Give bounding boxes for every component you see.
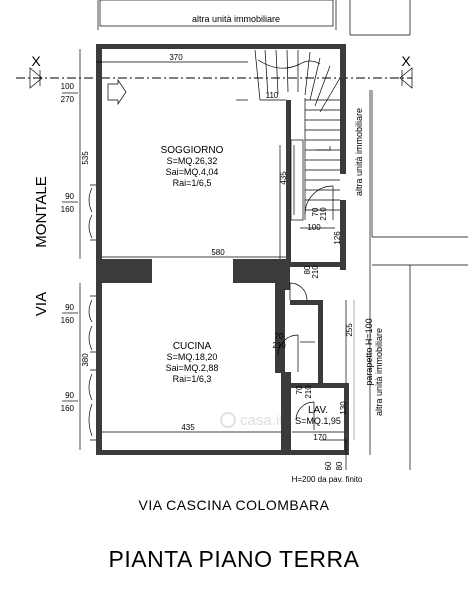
dim-mid-width: 580 — [211, 248, 225, 257]
section-mark-right: X — [401, 53, 411, 69]
neighbor-label-right-bottom: altra unità immobiliare — [374, 328, 384, 416]
dim-stair-width: 110 — [266, 91, 279, 100]
dim-door-70: 70 — [311, 207, 320, 216]
dim-door-cu-70: 70 — [275, 332, 284, 341]
dim-soggiorno-depth: 535 — [81, 151, 90, 165]
room-sai: Sai=MQ.4,04 — [166, 167, 219, 177]
dim-window-1-b: 160 — [61, 205, 75, 214]
dimension-labels: 370 100 270 110 535 90 160 435 70 210 10… — [61, 53, 354, 470]
dim-window-1-a: 90 — [65, 192, 74, 201]
door-swings — [277, 185, 334, 430]
dim-bottom-80: 80 — [335, 461, 344, 470]
dim-window-3-a: 90 — [65, 391, 74, 400]
dim-bottom-width: 435 — [181, 423, 195, 432]
plan-title: PIANTA PIANO TERRA — [108, 546, 360, 572]
dim-door-100: 100 — [307, 223, 321, 232]
dim-lav-width: 170 — [313, 433, 327, 442]
dim-bottom-60: 60 — [324, 461, 333, 470]
neighbor-label-right-top: altra unità immobiliare — [354, 108, 364, 196]
dim-window-3-b: 160 — [61, 404, 75, 413]
room-name: SOGGIORNO — [161, 145, 224, 156]
staircase — [254, 49, 341, 221]
street-west-prefix: VIA — [33, 292, 50, 316]
neighbor-outline-right — [349, 0, 468, 470]
windows-west — [88, 184, 96, 441]
room-rai: Rai=1/6,5 — [173, 178, 212, 188]
parapetto-label: parapetto H=100 — [364, 318, 374, 385]
room-rai: Rai=1/6,3 — [173, 374, 212, 384]
dim-door-210-b: 210 — [311, 265, 320, 279]
dim-window-2-b: 160 — [61, 316, 75, 325]
entrance-arrow-icon — [107, 78, 127, 106]
walls — [96, 44, 371, 455]
room-area: S=MQ.18,20 — [167, 352, 218, 362]
dim-window-2-a: 90 — [65, 303, 74, 312]
dim-lav-130: 130 — [339, 401, 348, 415]
watermark: casa.it — [220, 412, 284, 429]
height-note: H=200 da pav. finito — [292, 475, 363, 484]
room-area: S=MQ.1,95 — [295, 416, 341, 426]
room-name: CUCINA — [173, 341, 212, 352]
room-soggiorno: SOGGIORNO S=MQ.26,32 Sai=MQ.4,04 Rai=1/6… — [161, 145, 224, 188]
section-line — [16, 67, 413, 89]
section-mark-left: X — [31, 53, 41, 69]
dim-cucina-depth: 380 — [81, 353, 90, 367]
neighbor-outline-top — [97, 0, 337, 30]
dim-corridor-255: 255 — [345, 323, 354, 337]
dim-top-width: 370 — [169, 53, 183, 62]
room-name: LAV. — [308, 405, 328, 416]
watermark-text: casa.it — [240, 412, 284, 429]
room-cucina: CUCINA S=MQ.18,20 Sai=MQ.2,88 Rai=1/6,3 — [166, 341, 219, 384]
street-west-name: MONTALE — [33, 176, 50, 247]
dim-stair-depth: 435 — [279, 171, 288, 185]
room-lav: LAV. S=MQ.1,95 — [295, 405, 341, 426]
neighbor-label-top: altra unità immobiliare — [192, 14, 280, 24]
dim-door-top-b: 270 — [61, 95, 75, 104]
dim-door-210: 210 — [319, 207, 328, 221]
dim-door-cu-210: 210 — [272, 341, 286, 350]
dimension-lines — [79, 49, 347, 470]
street-south-label: VIA CASCINA COLOMBARA — [138, 497, 330, 513]
dim-door-lav-210: 210 — [304, 385, 313, 399]
room-area: S=MQ.26,32 — [167, 156, 218, 166]
room-sai: Sai=MQ.2,88 — [166, 363, 219, 373]
dim-door-80: 80 — [303, 265, 312, 274]
dim-step-126: 126 — [333, 231, 342, 245]
dim-door-lav-70: 70 — [295, 385, 304, 394]
dim-door-top-a: 100 — [61, 82, 75, 91]
